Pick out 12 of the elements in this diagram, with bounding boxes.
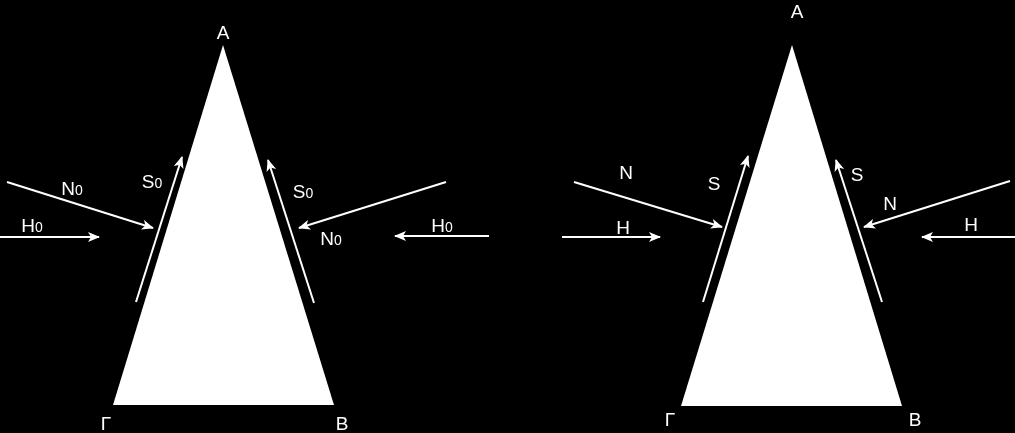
vertex-label: Γ (100, 413, 112, 433)
force-label: N (619, 162, 633, 182)
force-label: N (883, 193, 897, 213)
vertex-label: A (216, 22, 230, 42)
vertex-label: Γ (664, 409, 676, 429)
force-label: S (707, 173, 721, 193)
force-label: H (616, 217, 630, 237)
force-label: S (850, 164, 864, 184)
vertex-label: B (908, 409, 922, 429)
vertex-label: A (790, 1, 804, 21)
force-label: H (964, 214, 978, 234)
vertex-label: B (335, 413, 349, 433)
